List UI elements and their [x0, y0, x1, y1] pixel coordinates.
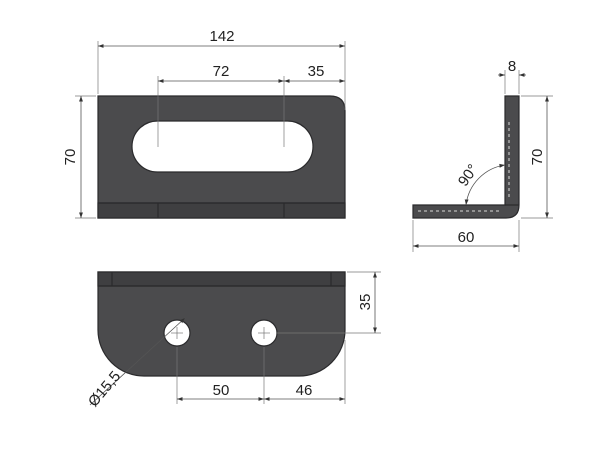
dim-hole-spacing: 50: [213, 382, 230, 399]
dim-front-height: 70: [62, 149, 79, 166]
front-view: [97, 95, 346, 219]
dim-side-depth: 60: [458, 229, 475, 246]
side-view-dimensions: 8 70 90° 60: [412, 58, 553, 252]
bottom-view: [97, 271, 346, 377]
dim-side-height: 70: [529, 149, 546, 166]
dim-hole-edge-distance: 46: [296, 382, 313, 399]
dim-bottom-edge-offset: 35: [357, 294, 374, 311]
dim-angle: 90°: [455, 161, 482, 189]
dim-slot-offset: 35: [308, 63, 325, 80]
dim-front-width: 142: [209, 28, 234, 45]
side-profile: [412, 95, 520, 219]
slot: [131, 120, 314, 173]
dim-thickness: 8: [508, 58, 516, 75]
front-view-dimensions: 142 72 35 70: [62, 28, 346, 219]
bottom-plate-top-strip: [97, 271, 346, 287]
side-view: [412, 95, 520, 219]
dim-slot-center-distance: 72: [213, 63, 230, 80]
front-plate-base-strip: [97, 202, 346, 219]
bottom-plate: [97, 271, 346, 377]
dim-hole-diameter: Ø15,5: [85, 368, 124, 410]
